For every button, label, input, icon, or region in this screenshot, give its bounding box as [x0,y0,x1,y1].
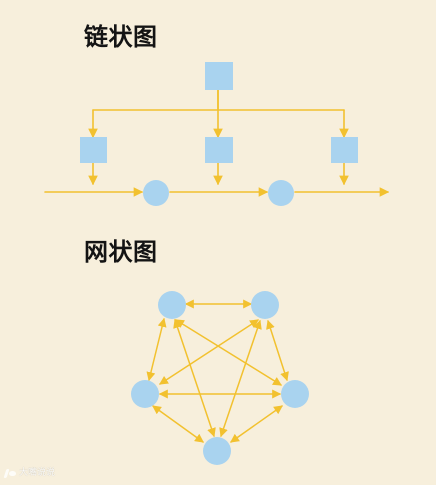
mesh-node-top-left [158,291,186,319]
chain-right-square [331,137,358,163]
chain-circle-2 [268,180,294,206]
mesh-link-top-left-to-right [175,319,282,386]
mesh-link-top-right-to-right [266,319,289,382]
chain-root-square [205,62,233,90]
mesh-link-top-left-to-left [146,317,167,382]
mesh-node-left [131,380,159,408]
mesh-diagram-title: 网状图 [84,238,158,266]
mesh-link-top-right-to-bottom [219,319,262,438]
mesh-link-top-left-to-bottom [173,318,216,438]
mesh-link-top-right-to-left [159,319,259,385]
chain-circle-1 [143,180,169,206]
mesh-node-bottom [203,437,231,465]
chain-diagram-nodes [80,62,358,206]
mesh-link-left-to-bottom [152,405,204,443]
chain-center-square [205,137,233,163]
watermark: 大嘴说说 [4,469,55,478]
watermark-text: 大嘴说说 [19,468,56,478]
chain-diagram [44,89,390,197]
brand-mark-icon [4,469,16,478]
chain-left-square [80,137,107,163]
mesh-link-right-to-bottom [230,405,283,443]
mesh-diagram [146,299,289,443]
chain-diagram-title: 链状图 [84,23,158,51]
mesh-node-right [281,380,309,408]
mesh-diagram-nodes [131,291,309,465]
mesh-node-top-right [251,291,279,319]
